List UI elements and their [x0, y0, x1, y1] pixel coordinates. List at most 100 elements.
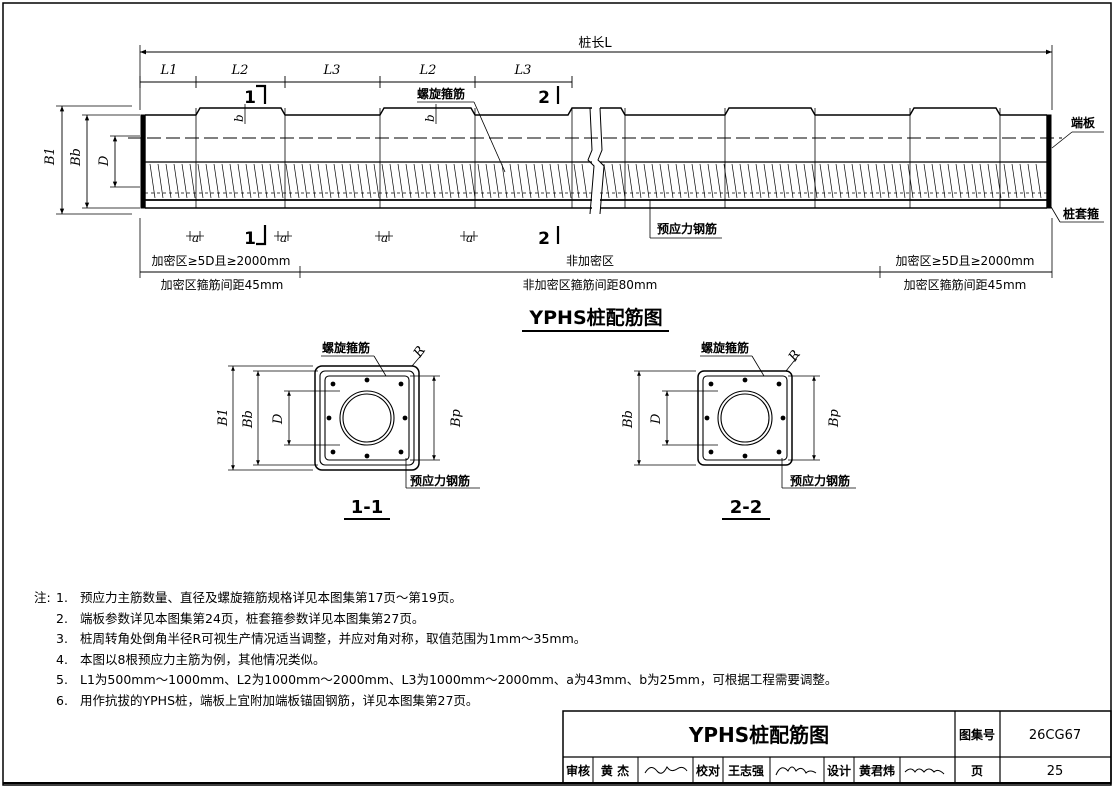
spiral-tick-2 [165, 163, 172, 199]
note-num: 3. [56, 631, 68, 646]
spiral-tick-25 [349, 163, 356, 199]
spiral-tick-4 [181, 163, 188, 199]
pile-sleeve-collars [195, 108, 1001, 208]
cut-2-top: 2 [538, 88, 550, 108]
spiral-tick-73 [747, 163, 754, 199]
seg-label-l3b: L3 [514, 63, 532, 78]
spiral-tick-86 [851, 163, 858, 199]
note-row-5: 5.L1为500mm～1000mm、L2为1000mm～2000mm、L3为10… [34, 670, 837, 691]
spiral-tick-7 [205, 163, 212, 199]
dim-bb-label: Bb [69, 148, 84, 167]
spiral-tick-48 [533, 163, 540, 199]
section-1-1 [228, 351, 480, 489]
note-text: 本图以8根预应力主筋为例，其他情况类似。 [80, 651, 326, 667]
spiral-tick-80 [803, 163, 810, 199]
spiral-tick-102 [979, 163, 986, 199]
note-row-2: 2.端板参数详见本图集第24页，桩套箍参数详见本图集第27页。 [34, 609, 837, 630]
tb-review-name: 黄 杰 [601, 763, 629, 778]
s1-prestress-label: 预应力钢筋 [410, 473, 470, 488]
spiral-tick-30 [389, 163, 396, 199]
spiral-tick-109 [1035, 163, 1042, 199]
spiral-tick-75 [763, 163, 770, 199]
spiral-tick-55 [603, 163, 610, 199]
note-row-4: 4.本图以8根预应力主筋为例，其他情况类似。 [34, 650, 837, 671]
spiral-tick-105 [1003, 163, 1010, 199]
spiral-tick-83 [827, 163, 834, 199]
end-plate-label: 端板 [1071, 115, 1096, 130]
design-signature [904, 768, 945, 775]
spiral-tick-22 [325, 163, 332, 199]
tb-page-value: 25 [1047, 764, 1064, 779]
spiral-tick-46 [517, 163, 524, 199]
spiral-tick-81 [811, 163, 818, 199]
spiral-tick-95 [923, 163, 930, 199]
spiral-tick-26 [357, 163, 364, 199]
spiral-tick-84 [835, 163, 842, 199]
seg-label-l2a: L2 [231, 63, 249, 78]
spiral-tick-43 [493, 163, 500, 199]
spiral-tick-47 [525, 163, 532, 199]
pile-body [128, 107, 1062, 215]
spiral-tick-108 [1027, 163, 1034, 199]
spiral-tick-13 [253, 163, 260, 199]
dense-spacing-left: 加密区箍筋间距45mm [161, 277, 284, 292]
notes-label: 注: [34, 590, 51, 605]
s2-spiral-label: 螺旋箍筋 [701, 340, 749, 355]
note-num: 6. [56, 692, 68, 708]
spiral-tick-82 [819, 163, 826, 199]
spiral-tick-40 [469, 163, 476, 199]
spiral-tick-64 [675, 163, 682, 199]
tb-design-label: 设计 [827, 763, 851, 778]
spiral-tick-59 [635, 163, 642, 199]
spiral-tick-85 [843, 163, 850, 199]
spiral-tick-101 [971, 163, 978, 199]
s1-title: 1-1 [351, 497, 384, 518]
s2-title: 2-2 [730, 497, 763, 518]
spiral-tick-57 [619, 163, 626, 199]
spiral-tick-49 [541, 163, 548, 199]
note-text: 端板参数详见本图集第24页，桩套箍参数详见本图集第27页。 [80, 610, 425, 626]
cut-2-bottom: 2 [538, 229, 550, 249]
spiral-tick-23 [333, 163, 340, 199]
spiral-tick-17 [285, 163, 292, 199]
a-label-2: a [280, 231, 287, 245]
pile-length-label: 桩长L [578, 36, 612, 51]
seg-label-l3a: L3 [323, 63, 341, 78]
spiral-tick-37 [445, 163, 452, 199]
dim-b1-label: B1 [43, 147, 58, 166]
spiral-tick-89 [875, 163, 882, 199]
spiral-tick-79 [795, 163, 802, 199]
spiral-tick-50 [549, 163, 556, 199]
spiral-tick-52 [565, 163, 572, 199]
spiral-tick-65 [683, 163, 690, 199]
spiral-tick-41 [477, 163, 484, 199]
spiral-tick-15 [269, 163, 276, 199]
spiral-tick-51 [557, 163, 564, 199]
tb-atlas-value: 26CG67 [1029, 728, 1081, 743]
spiral-tick-71 [731, 163, 738, 199]
tb-title: YPHS桩配筋图 [688, 723, 829, 747]
tb-review-label: 审核 [566, 763, 590, 778]
s2-dim-bb: Bb [621, 410, 636, 429]
s1-dim-bb: Bb [241, 410, 256, 429]
tb-check-label: 校对 [696, 763, 720, 778]
spiral-tick-74 [755, 163, 762, 199]
note-num: 1. [56, 590, 68, 605]
spiral-tick-60 [643, 163, 650, 199]
spiral-tick-100 [963, 163, 970, 199]
seg-label-l2b: L2 [419, 63, 437, 78]
title-block [562, 710, 1112, 784]
spiral-tick-76 [771, 163, 778, 199]
s1-spiral-label: 螺旋箍筋 [322, 340, 370, 355]
spiral-tick-90 [883, 163, 890, 199]
elevation-labels: 螺旋箍筋 端板 桩套箍 预应力钢筋 [417, 86, 1104, 239]
non-dense-zone: 非加密区 [566, 253, 614, 268]
dense-spacing-right: 加密区箍筋间距45mm [904, 277, 1027, 292]
spiral-tick-72 [739, 163, 746, 199]
note-row-3: 3.桩周转角处倒角半径R可视生产情况适当调整，并应对角对称，取值范围为1mm～3… [34, 629, 837, 650]
spiral-tick-0 [149, 163, 156, 199]
spiral-tick-20 [309, 163, 316, 199]
spiral-tick-96 [931, 163, 938, 199]
